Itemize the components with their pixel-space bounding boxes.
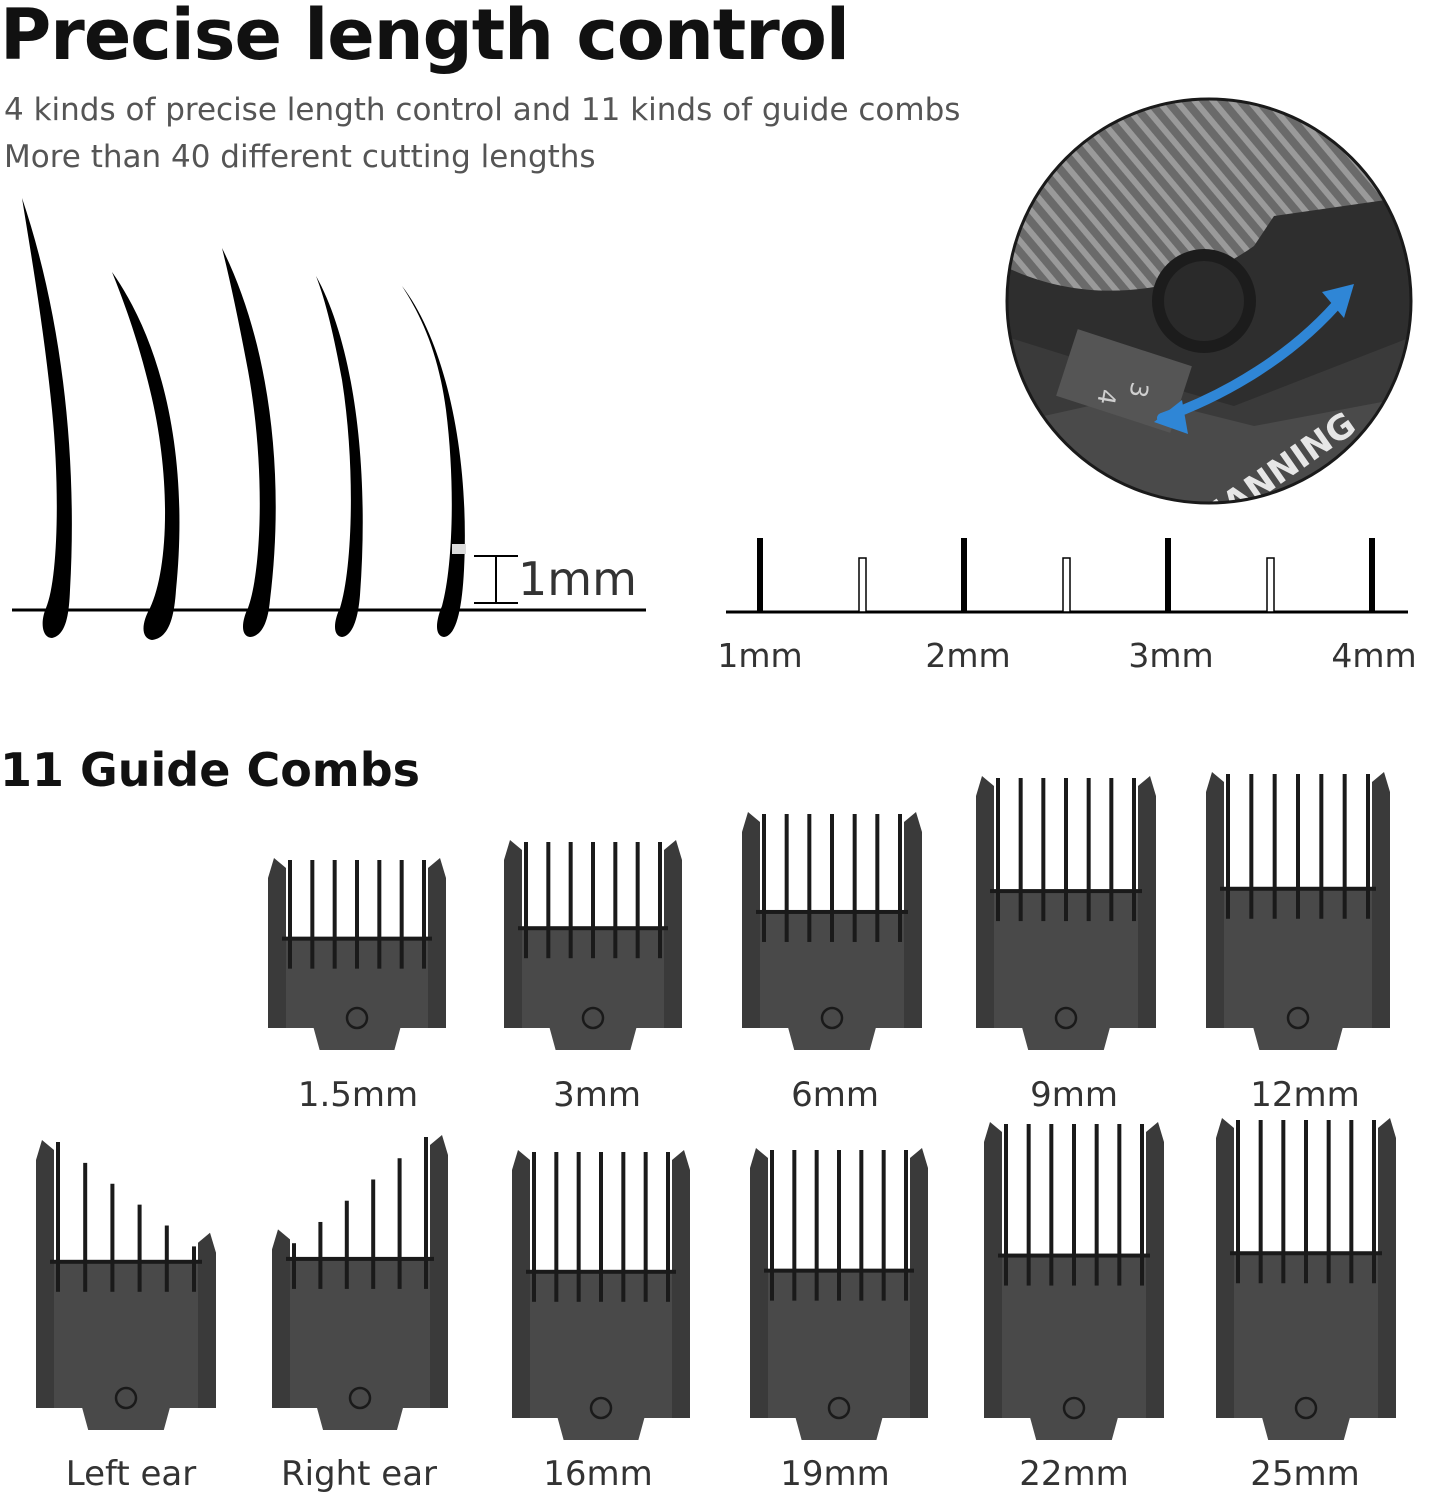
clipper-closeup: 3 4 MANNING [1005, 97, 1413, 505]
hair-strand-2 [112, 272, 180, 640]
comb-label-22mm: 22mm [1019, 1454, 1129, 1494]
dial-mark-4: 4 [1091, 387, 1121, 407]
one-mm-label: 1mm [518, 552, 637, 606]
adjust-arrow-icon [1154, 284, 1354, 434]
hair-strand-4 [316, 276, 363, 637]
comb-label-3mm: 3mm [553, 1075, 641, 1115]
hair-strands-illustration [12, 198, 646, 640]
comb-label-12mm: 12mm [1250, 1075, 1360, 1115]
ruler-label-4mm: 4mm [1331, 636, 1417, 675]
comb-label-6mm: 6mm [791, 1075, 879, 1115]
comb-16mm [512, 1150, 690, 1440]
ruler-label-3mm: 3mm [1128, 636, 1214, 675]
page-title: Precise length control [0, 0, 850, 76]
comb-label-25mm: 25mm [1250, 1454, 1360, 1494]
comb-6mm [742, 812, 922, 1050]
ruler-major-tick-4 [1369, 538, 1375, 612]
guide-combs-heading: 11 Guide Combs [0, 743, 421, 797]
ruler-minor-tick-3 [1266, 557, 1275, 613]
ruler-label-1mm: 1mm [717, 636, 803, 675]
measure-bracket [474, 555, 518, 604]
hair-strand-5 [402, 286, 465, 637]
subtitle-line-1: 4 kinds of precise length control and 11… [4, 92, 961, 128]
comb-9mm [976, 776, 1156, 1050]
hair-strand-1 [22, 198, 72, 638]
comb-label-left-ear: Left ear [65, 1454, 197, 1494]
comb-19mm [750, 1148, 928, 1440]
comb-left-ear [36, 1140, 216, 1430]
comb-label-9mm: 9mm [1030, 1075, 1118, 1115]
comb-1-5mm [268, 858, 446, 1050]
subtitle-line-2: More than 40 different cutting lengths [4, 139, 596, 175]
comb-right-ear [272, 1135, 448, 1430]
ruler-major-tick-1 [757, 538, 763, 612]
comb-3mm [504, 840, 682, 1050]
comb-label-1-5mm: 1.5mm [297, 1075, 419, 1115]
comb-label-16mm: 16mm [543, 1454, 653, 1494]
hair-strand-3 [222, 248, 276, 637]
ruler-major-tick-3 [1165, 538, 1171, 612]
length-ruler [726, 538, 1408, 614]
ruler-label-2mm: 2mm [925, 636, 1011, 675]
comb-25mm [1216, 1118, 1396, 1440]
comb-label-right-ear: Right ear [280, 1454, 438, 1494]
ruler-minor-tick-1 [858, 557, 867, 613]
dial-mark-3: 3 [1123, 380, 1153, 400]
comb-label-19mm: 19mm [780, 1454, 890, 1494]
ruler-major-tick-2 [961, 538, 967, 612]
ruler-minor-tick-2 [1062, 557, 1071, 613]
comb-12mm [1206, 772, 1390, 1050]
comb-22mm [984, 1122, 1164, 1440]
